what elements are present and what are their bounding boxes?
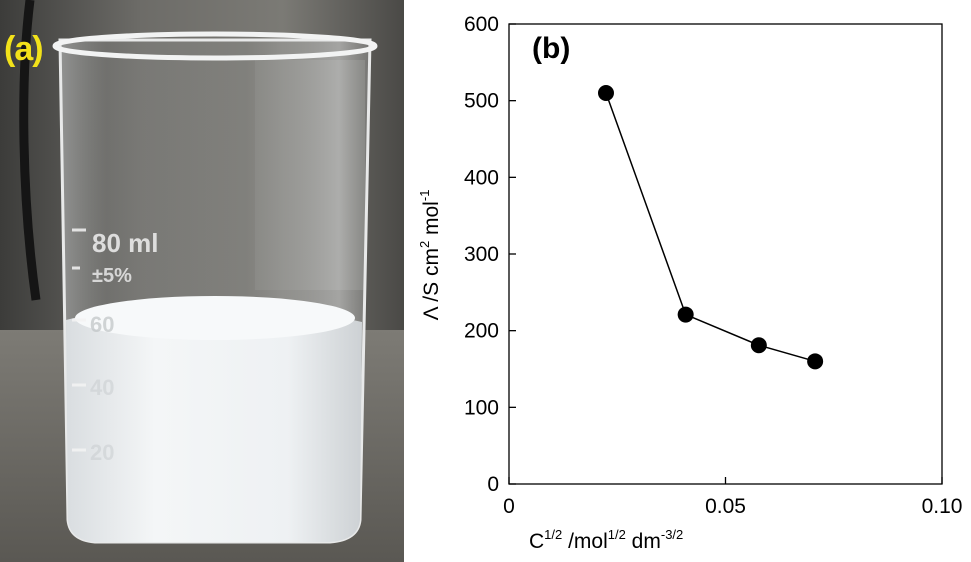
x-tick-label: 0: [503, 495, 515, 518]
graduation-lines: [72, 228, 86, 452]
y-tick-label: 600: [464, 13, 499, 36]
data-point: [597, 85, 614, 101]
photo-panel: 80 ml ±5% 60 40 20 (a): [0, 0, 404, 562]
tolerance-mark: ±5%: [92, 265, 132, 287]
scale-mark-20: 20: [90, 440, 114, 465]
y-tick-label: 200: [464, 320, 499, 343]
series-line: [605, 92, 816, 363]
y-tick-label: 400: [464, 166, 499, 189]
beaker-photo: 80 ml ±5% 60 40 20: [0, 0, 404, 562]
scale-mark-60: 60: [90, 312, 114, 337]
x-tick-label: 0.05: [705, 495, 746, 518]
data-point: [807, 353, 824, 370]
foam-surface: [75, 296, 355, 340]
panel-label-a: (a): [4, 30, 44, 68]
data-point: [677, 306, 694, 323]
data-point: [750, 337, 767, 354]
y-tick-label: 100: [464, 396, 499, 419]
y-tick-label: 300: [464, 243, 499, 266]
plot-frame: [508, 23, 943, 485]
beaker-rim: [52, 31, 378, 61]
volume-mark: 80 ml: [92, 228, 159, 258]
white-suspension: [66, 302, 362, 542]
x-tick-label: 0.10: [922, 495, 963, 518]
chart-panel: 0 100 200 300 400 500 600 0 0.05 0.10 (b) Λ /S cm…: [404, 0, 971, 562]
y-tick-label: 500: [464, 90, 499, 113]
y-tick-label: 0: [487, 473, 499, 496]
scale-mark-40: 40: [90, 375, 114, 400]
panel-label-b: (b): [532, 32, 570, 65]
cable: [19, 0, 41, 301]
x-axis-title: C1/2 /mol1/2 dm-3/2: [529, 527, 684, 553]
y-axis-title: Λ /S cm2 mol-1: [417, 189, 443, 321]
conductivity-chart: 0 100 200 300 400 500 600 0 0.05 0.10 (b): [464, 13, 963, 518]
